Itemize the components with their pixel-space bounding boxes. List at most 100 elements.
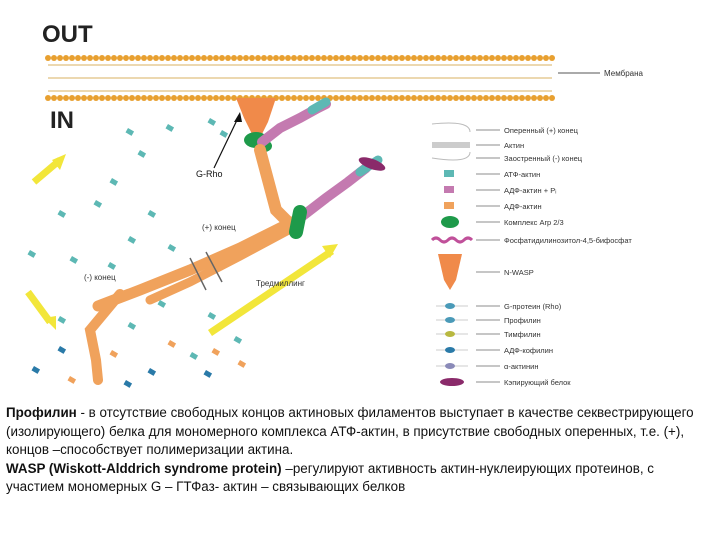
lipid-head — [363, 95, 369, 101]
lipid-head — [183, 55, 189, 61]
actin-monomer — [93, 199, 103, 208]
actin-monomer — [57, 315, 67, 324]
lipid-head — [519, 55, 525, 61]
adp-actin-icon — [444, 202, 454, 209]
lipid-head — [375, 95, 381, 101]
lipid-head — [327, 55, 333, 61]
caption-term-wasp: WASP (Wiskott-Alddrich syndrome protein) — [6, 460, 282, 476]
caption: Профилин - в отсутствие свободных концов… — [6, 404, 714, 497]
caption-paragraph-wasp: WASP (Wiskott-Alddrich syndrome protein)… — [6, 460, 714, 497]
lipid-head — [183, 95, 189, 101]
lipid-head — [51, 95, 57, 101]
lipid-head — [543, 95, 549, 101]
lipid-head — [393, 95, 399, 101]
legend-item: АТФ-актин — [444, 170, 540, 179]
lipid-head — [303, 55, 309, 61]
profilin-icon — [436, 317, 468, 323]
yellow-arrow-lower-head — [44, 316, 56, 330]
lipid-head — [417, 55, 423, 61]
lipid-head — [519, 95, 525, 101]
lipid-head — [123, 95, 129, 101]
lipid-head — [201, 55, 207, 61]
lipid-head — [99, 55, 105, 61]
legend-label: Тимфилин — [504, 330, 541, 339]
legend-label: Актин — [504, 141, 524, 150]
lipid-head — [63, 95, 69, 101]
caption-term-profilin: Профилин — [6, 405, 77, 420]
lipid-head — [81, 55, 87, 61]
lipid-head — [213, 95, 219, 101]
lipid-head — [525, 95, 531, 101]
actin-monomer — [67, 375, 77, 384]
lipid-head — [471, 55, 477, 61]
lipid-head — [147, 55, 153, 61]
legend-label: Комплекс Arp 2/3 — [504, 218, 564, 227]
actin-monomer — [127, 235, 137, 244]
legend-item: Комплекс Arp 2/3 — [441, 216, 564, 228]
lipid-head — [429, 95, 435, 101]
lipid-head — [351, 95, 357, 101]
legend-item: Кэпирующий белок — [440, 378, 571, 387]
lipid-head — [453, 95, 459, 101]
capping-protein — [358, 157, 386, 171]
lipid-head — [435, 95, 441, 101]
plus-end-icon — [431, 122, 471, 133]
lipid-head — [339, 95, 345, 101]
legend-label: Оперенный (+) конец — [504, 126, 579, 135]
lipid-head — [423, 95, 429, 101]
lipid-head — [381, 55, 387, 61]
lipid-head — [165, 95, 171, 101]
adp-pi-actin-icon — [444, 186, 454, 193]
lipid-head — [393, 55, 399, 61]
lipid-head — [105, 55, 111, 61]
lipid-head — [537, 95, 543, 101]
caption-text-wasp: –регулируют активность актин-нуклеирующи… — [6, 460, 655, 495]
actin-monomer — [57, 345, 67, 354]
lipid-head — [405, 55, 411, 61]
lipid-head — [399, 95, 405, 101]
lipid-head — [99, 95, 105, 101]
lipid-head — [333, 55, 339, 61]
lipid-head — [237, 55, 243, 61]
lipid-head — [465, 55, 471, 61]
lipid-head — [399, 55, 405, 61]
lipid-head — [57, 95, 63, 101]
actin-monomer — [211, 348, 221, 356]
actin-monomer — [233, 336, 243, 344]
lipid-head — [483, 95, 489, 101]
legend-item: Профилин — [436, 316, 541, 325]
lipid-head — [165, 55, 171, 61]
lipid-head — [75, 55, 81, 61]
actin-monomer — [125, 127, 135, 136]
lipid-head — [297, 55, 303, 61]
lipid-head — [315, 55, 321, 61]
lipid-head — [207, 95, 213, 101]
alpha-actinin-icon — [436, 363, 468, 369]
lipid-head — [483, 55, 489, 61]
treadmilling-label: Тредмиллинг — [256, 279, 305, 288]
lipid-head — [285, 55, 291, 61]
legend-label: АДФ-кофилин — [504, 346, 553, 355]
lipid-head — [87, 95, 93, 101]
minus-end-icon — [431, 151, 471, 161]
lipid-head — [159, 95, 165, 101]
lipid-head — [495, 55, 501, 61]
lipid-head — [345, 95, 351, 101]
actin-monomer — [31, 366, 41, 374]
lipid-head — [321, 55, 327, 61]
legend-item: Актин — [432, 141, 524, 150]
lipid-head — [93, 55, 99, 61]
membrane-label: Мембрана — [604, 69, 644, 78]
lipid-head — [123, 55, 129, 61]
lipid-head — [369, 55, 375, 61]
actin-monomer — [167, 339, 177, 348]
caption-paragraph-profilin: Профилин - в отсутствие свободных концов… — [6, 404, 714, 460]
lipid-head — [501, 55, 507, 61]
lipid-head — [51, 55, 57, 61]
lipid-head — [45, 95, 51, 101]
lipid-head — [189, 55, 195, 61]
legend-label: Кэпирующий белок — [504, 378, 571, 387]
lipid-head — [513, 55, 519, 61]
lipid-head — [117, 95, 123, 101]
lipid-head — [477, 55, 483, 61]
